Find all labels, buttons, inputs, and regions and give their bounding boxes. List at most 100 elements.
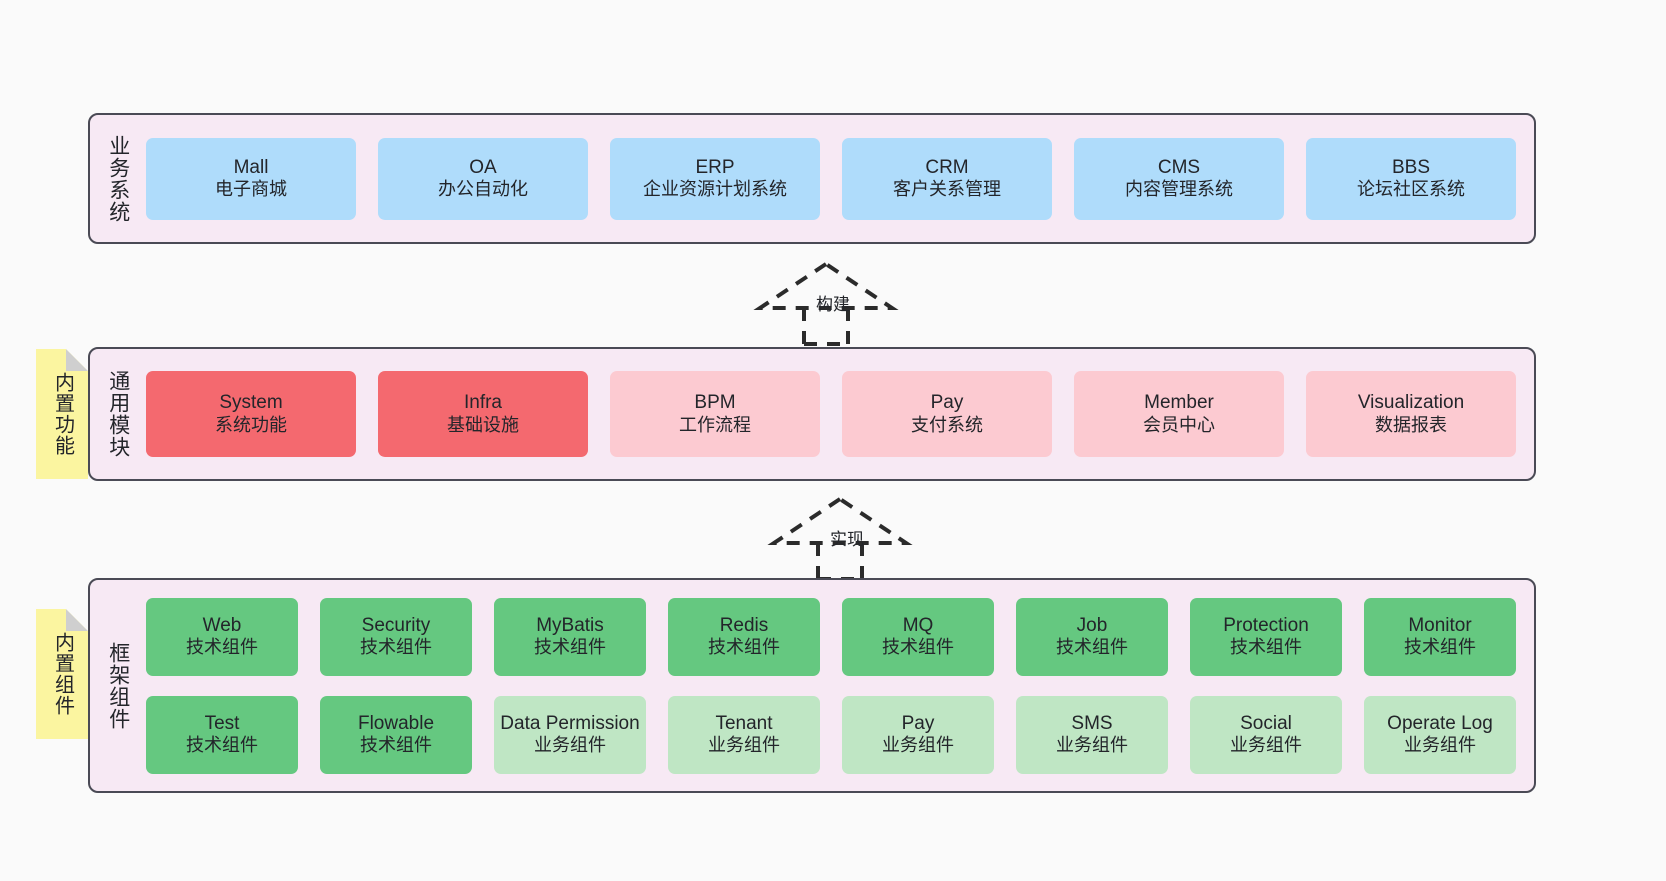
box-title: OA: [469, 156, 497, 178]
layer-business-systems: 业务系统 Mall 电子商城 OA 办公自动化 ERP 企业资源计划系统 CRM…: [88, 113, 1536, 244]
connector-implement: 实现: [767, 496, 922, 581]
business-row: Mall 电子商城 OA 办公自动化 ERP 企业资源计划系统 CRM 客户关系…: [146, 137, 1516, 220]
box-title: Infra: [463, 392, 503, 414]
box-subtitle: 业务组件: [1230, 735, 1302, 756]
box-title: Job: [1076, 614, 1108, 636]
framework-row-tech: Web 技术组件 Security 技术组件 MyBatis 技术组件 Redi…: [146, 597, 1516, 676]
box-bpm[interactable]: BPM 工作流程: [610, 371, 820, 457]
box-subtitle: 技术组件: [708, 637, 780, 658]
box-oa[interactable]: OA 办公自动化: [378, 137, 588, 220]
box-subtitle: 数据报表: [1375, 414, 1447, 435]
box-visualization[interactable]: Visualization 数据报表: [1306, 371, 1516, 457]
box-title: Operate Log: [1387, 712, 1493, 734]
connector-label-implement: 实现: [830, 530, 864, 549]
box-web[interactable]: Web 技术组件: [146, 597, 298, 676]
box-title: MQ: [902, 614, 934, 636]
box-title: Pay: [930, 392, 964, 414]
note-label: 内置功能: [51, 372, 74, 456]
connector-build: 构建: [753, 261, 908, 346]
layer-common-modules: 通用模块 System 系统功能 Infra 基础设施 BPM 工作流程 Pay…: [88, 347, 1536, 481]
box-title: Test: [204, 712, 240, 734]
box-crm[interactable]: CRM 客户关系管理: [842, 137, 1052, 220]
box-subtitle: 系统功能: [215, 414, 287, 435]
box-subtitle: 会员中心: [1143, 414, 1215, 435]
box-subtitle: 业务组件: [534, 735, 606, 756]
layer-title-modules: 通用模块: [106, 370, 130, 458]
box-bbs[interactable]: BBS 论坛社区系统: [1306, 137, 1516, 220]
box-mall[interactable]: Mall 电子商城: [146, 137, 356, 220]
box-protection[interactable]: Protection 技术组件: [1190, 597, 1342, 676]
box-infra[interactable]: Infra 基础设施: [378, 371, 588, 457]
box-monitor[interactable]: Monitor 技术组件: [1364, 597, 1516, 676]
box-social[interactable]: Social 业务组件: [1190, 695, 1342, 774]
box-title: Social: [1240, 712, 1292, 734]
box-subtitle: 技术组件: [1056, 637, 1128, 658]
box-subtitle: 技术组件: [360, 637, 432, 658]
arrow-head-icon: [753, 261, 899, 310]
box-title: BBS: [1391, 156, 1431, 178]
box-mybatis[interactable]: MyBatis 技术组件: [494, 597, 646, 676]
box-title: Mall: [233, 156, 269, 178]
box-mq[interactable]: MQ 技术组件: [842, 597, 994, 676]
box-system[interactable]: System 系统功能: [146, 371, 356, 457]
box-data-permission[interactable]: Data Permission 业务组件: [494, 695, 646, 774]
arrow-shaft-icon: [802, 308, 850, 346]
box-title: SMS: [1071, 712, 1113, 734]
box-subtitle: 技术组件: [186, 637, 258, 658]
box-security[interactable]: Security 技术组件: [320, 597, 472, 676]
note-fold-corner-icon: [66, 349, 88, 371]
layer-title-business: 业务系统: [106, 134, 130, 223]
layer-title-framework: 框架组件: [106, 641, 130, 730]
box-title: Visualization: [1357, 392, 1465, 414]
box-title: Monitor: [1408, 614, 1472, 636]
box-sms[interactable]: SMS 业务组件: [1016, 695, 1168, 774]
box-flowable[interactable]: Flowable 技术组件: [320, 695, 472, 774]
box-title: Security: [361, 614, 431, 636]
box-erp[interactable]: ERP 企业资源计划系统: [610, 137, 820, 220]
box-redis[interactable]: Redis 技术组件: [668, 597, 820, 676]
arrow-head-icon: [767, 496, 913, 545]
box-subtitle: 工作流程: [679, 414, 751, 435]
box-subtitle: 论坛社区系统: [1357, 179, 1465, 200]
note-builtin-components: 内置组件: [36, 609, 88, 739]
box-subtitle: 内容管理系统: [1125, 179, 1233, 200]
box-title: Tenant: [715, 712, 773, 734]
box-subtitle: 技术组件: [186, 735, 258, 756]
box-subtitle: 客户关系管理: [893, 179, 1001, 200]
box-subtitle: 技术组件: [1230, 637, 1302, 658]
box-subtitle: 技术组件: [534, 637, 606, 658]
arrow-shaft-icon: [816, 543, 864, 581]
note-builtin-features: 内置功能: [36, 349, 88, 479]
box-member[interactable]: Member 会员中心: [1074, 371, 1284, 457]
box-title: Flowable: [357, 712, 435, 734]
box-title: Data Permission: [500, 712, 640, 734]
box-job[interactable]: Job 技术组件: [1016, 597, 1168, 676]
box-subtitle: 基础设施: [447, 414, 519, 435]
box-subtitle: 业务组件: [1404, 735, 1476, 756]
box-title: CRM: [925, 156, 969, 178]
box-title: CMS: [1157, 156, 1201, 178]
box-subtitle: 技术组件: [882, 637, 954, 658]
box-test[interactable]: Test 技术组件: [146, 695, 298, 774]
box-title: Web: [202, 614, 242, 636]
box-title: Protection: [1223, 614, 1309, 636]
box-pay-component[interactable]: Pay 业务组件: [842, 695, 994, 774]
box-subtitle: 技术组件: [360, 735, 432, 756]
note-fold-corner-icon: [66, 609, 88, 631]
box-title: ERP: [695, 156, 735, 178]
framework-row-business: Test 技术组件 Flowable 技术组件 Data Permission …: [146, 695, 1516, 774]
connector-label-build: 构建: [816, 295, 850, 314]
box-pay-module[interactable]: Pay 支付系统: [842, 371, 1052, 457]
layer-body-business: Mall 电子商城 OA 办公自动化 ERP 企业资源计划系统 CRM 客户关系…: [146, 115, 1534, 242]
box-title: Pay: [901, 712, 935, 734]
box-title: Member: [1144, 392, 1214, 414]
box-subtitle: 业务组件: [882, 735, 954, 756]
box-operate-log[interactable]: Operate Log 业务组件: [1364, 695, 1516, 774]
box-subtitle: 业务组件: [708, 735, 780, 756]
box-tenant[interactable]: Tenant 业务组件: [668, 695, 820, 774]
modules-row: System 系统功能 Infra 基础设施 BPM 工作流程 Pay 支付系统…: [146, 371, 1516, 457]
box-subtitle: 支付系统: [911, 414, 983, 435]
box-subtitle: 办公自动化: [438, 179, 528, 200]
box-cms[interactable]: CMS 内容管理系统: [1074, 137, 1284, 220]
